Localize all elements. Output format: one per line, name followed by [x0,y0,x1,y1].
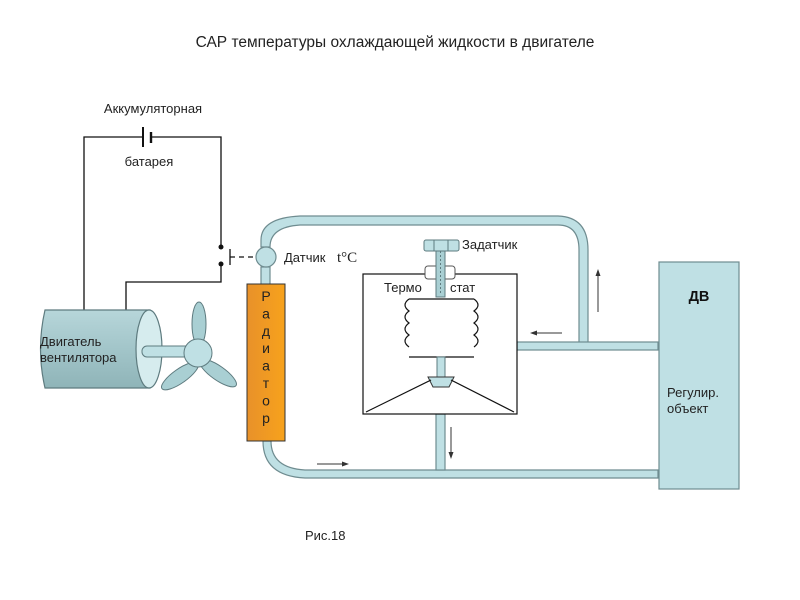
engine-label-line1: Регулир. [667,385,719,400]
valve-plug [427,376,455,388]
engine-label-line2: объект [667,401,708,416]
flow-arrows [317,269,601,467]
radiator-letter: д [262,323,270,339]
pipe-network [260,215,659,479]
figure-caption: Рис.18 [305,528,346,543]
thermostat-label-right: стат [450,280,475,295]
thermostat-bellows [404,298,479,358]
switch-contact-top [218,244,224,250]
radiator-letter: р [262,410,270,426]
battery-label-bottom: батарея [125,154,174,169]
setpoint-label: Задатчик [462,237,518,252]
fan-hub [183,338,213,368]
valve-stem [436,356,446,378]
pipe-sensor-radiator [260,266,271,286]
engine-block: ДВ Регулир. объект [658,261,740,490]
sensor-label: Датчик [284,250,326,265]
thermostat-label-left: Термо [384,280,422,295]
diagram-title: САР температуры охлаждающей жидкости в д… [196,34,595,51]
radiator-letter: т [263,375,270,391]
thermostat: Задатчик Термо стат [362,237,518,415]
motor-label-line1: Двигатель [40,334,102,349]
motor-label-line2: вентилятора [40,350,117,365]
radiator-letter: о [262,392,270,408]
radiator-letter: и [262,340,270,356]
wire-battery-left [83,136,143,310]
engine-title: ДВ [689,289,710,305]
sensor-unit: t°C [337,250,357,266]
sensor-bulb [255,246,277,268]
pipe-thermostat-outlet [435,413,446,471]
wire-battery-right [151,136,222,247]
fan-motor: Двигатель вентилятора [39,301,237,391]
radiator-body [246,283,286,442]
battery-circuit: Аккумуляторная батарея [83,101,257,310]
temperature-sensor: Датчик t°C [255,246,357,268]
pipe-bottom [262,440,659,479]
arrow-left-icon [530,330,562,336]
setpoint-knob [423,239,460,252]
wire-switch-to-motor [125,264,222,310]
radiator-letter: Р [261,288,270,304]
arrow-right-icon [317,461,349,467]
engine-body [658,261,740,490]
motor-body [39,309,151,389]
pipe-engine-thermostat [516,341,659,351]
radiator-letter: а [262,358,270,374]
arrow-down-icon [448,427,454,459]
radiator-letter: а [262,305,270,321]
valve-seat-left [365,379,432,413]
valve-seat-right [450,379,515,413]
arrow-up-icon [595,269,601,312]
battery-label-top: Аккумуляторная [104,101,202,116]
